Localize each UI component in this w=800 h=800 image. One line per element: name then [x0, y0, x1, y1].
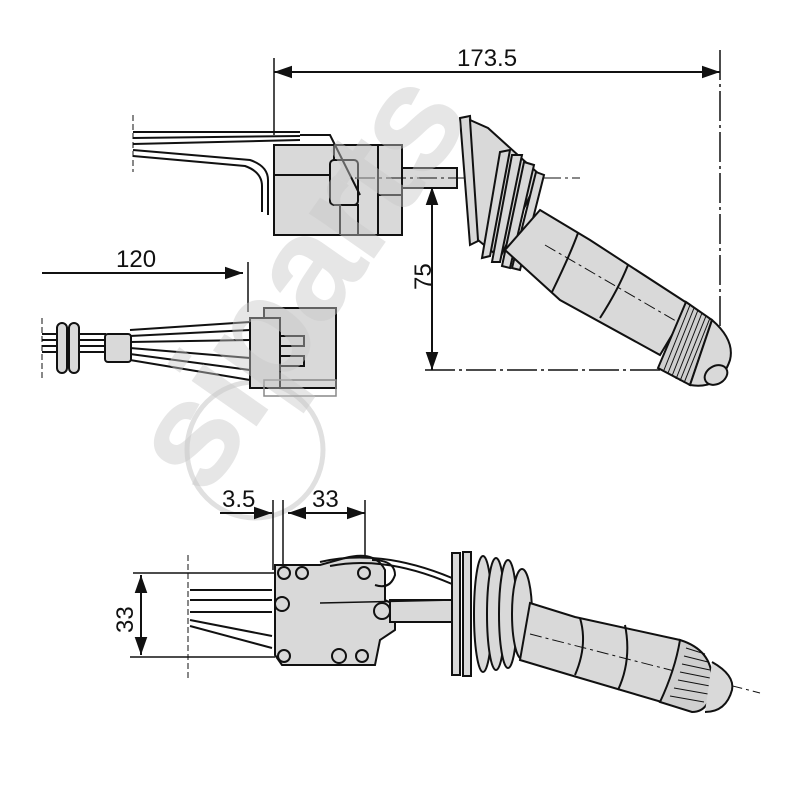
dimension-body-width: 33: [312, 486, 339, 513]
dimension-offset-small: 3.5: [222, 486, 256, 513]
dimension-overall-length: 173.5: [457, 45, 518, 72]
top-view: [132, 50, 732, 387]
dimension-lever-offset: 75: [410, 263, 437, 290]
dimension-cable-length: 120: [116, 246, 157, 273]
dimension-body-height: 33: [112, 606, 139, 633]
side-view: [130, 500, 761, 714]
connector-view: [41, 262, 337, 397]
